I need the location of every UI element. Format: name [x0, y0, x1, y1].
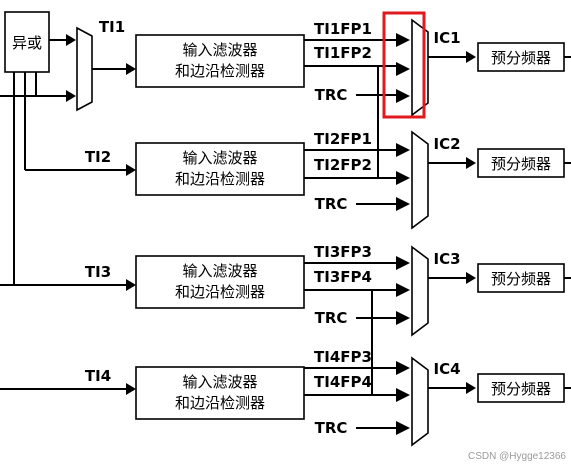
- fp-top-label: TI3FP3: [314, 243, 372, 261]
- ic-label: IC3: [433, 250, 460, 268]
- fp-mid-label: TI4FP4: [314, 373, 372, 391]
- filter-label-line1: 输入滤波器: [182, 262, 257, 280]
- filter-input-arrow: [126, 279, 136, 291]
- filter-input-arrow: [126, 63, 136, 75]
- prescaler-input-arrow: [466, 157, 476, 169]
- ic-label: IC2: [433, 135, 460, 153]
- mux-input-arrow-3: [396, 421, 410, 435]
- ic-label: IC1: [433, 29, 460, 47]
- mux-input-arrow-1: [396, 256, 410, 270]
- watermark: CSDN @Hygge12366: [468, 451, 566, 462]
- ti-label: TI4: [85, 367, 111, 385]
- fp-mid-label: TI2FP2: [314, 156, 372, 174]
- xor-output-arrow: [66, 34, 76, 46]
- mux-input-arrow-3: [396, 89, 410, 103]
- trc-label: TRC: [315, 419, 348, 437]
- fp-top-label: TI1FP1: [314, 20, 372, 38]
- filter-label-line2: 和边沿检测器: [175, 170, 265, 188]
- mux-input-arrow-1: [396, 33, 410, 47]
- capture-mux: [411, 245, 429, 337]
- prescaler-label: 预分频器: [491, 49, 551, 67]
- filter-block: [135, 366, 305, 420]
- ti-label: TI2: [85, 148, 111, 166]
- filter-label-line1: 输入滤波器: [182, 41, 257, 59]
- mux-input-arrow-3: [396, 311, 410, 325]
- filter-input-arrow: [126, 164, 136, 176]
- fp-mid-label: TI1FP2: [314, 44, 372, 62]
- fp-top-label: TI2FP1: [314, 130, 372, 148]
- filter-label-line2: 和边沿检测器: [175, 394, 265, 412]
- prescaler-label: 预分频器: [491, 270, 551, 288]
- filter-label-line1: 输入滤波器: [182, 373, 257, 391]
- mux-input-arrow-1: [396, 143, 410, 157]
- mux-input-arrow-3: [396, 197, 410, 211]
- prescaler-input-arrow: [466, 272, 476, 284]
- capture-mux: [411, 356, 429, 447]
- ti-label: TI1: [99, 18, 125, 36]
- filter-block: [135, 34, 305, 88]
- input-mux: [76, 26, 93, 112]
- capture-mux: [411, 18, 429, 117]
- trc-label: TRC: [315, 195, 348, 213]
- prescaler-block: [477, 42, 565, 72]
- trc-label: TRC: [315, 86, 348, 104]
- mux-input-arrow-1: [396, 361, 410, 375]
- ic-label: IC4: [433, 360, 460, 378]
- prescaler-input-arrow: [466, 382, 476, 394]
- ic1-highlight-box: [382, 11, 426, 119]
- filter-input-arrow: [126, 383, 136, 395]
- mux-input-arrow-2: [396, 388, 410, 402]
- mux-input-arrow-2: [396, 62, 410, 76]
- ti1-input-arrow: [66, 90, 76, 102]
- filter-label-line2: 和边沿检测器: [175, 283, 265, 301]
- prescaler-label: 预分频器: [491, 380, 551, 398]
- filter-label-line2: 和边沿检测器: [175, 62, 265, 80]
- mux-input-arrow-2: [396, 283, 410, 297]
- prescaler-block: [477, 148, 565, 178]
- xor-label: 异或: [12, 34, 42, 52]
- fp-top-label: TI4FP3: [314, 348, 372, 366]
- xor-block: [4, 11, 50, 73]
- filter-block: [135, 142, 305, 196]
- trc-label: TRC: [315, 309, 348, 327]
- filter-block: [135, 255, 305, 309]
- prescaler-input-arrow: [466, 51, 476, 63]
- capture-mux: [411, 130, 429, 230]
- mux-input-arrow-2: [396, 171, 410, 185]
- ti-label: TI3: [85, 263, 111, 281]
- filter-label-line1: 输入滤波器: [182, 149, 257, 167]
- prescaler-label: 预分频器: [491, 155, 551, 173]
- fp-mid-label: TI3FP4: [314, 268, 372, 286]
